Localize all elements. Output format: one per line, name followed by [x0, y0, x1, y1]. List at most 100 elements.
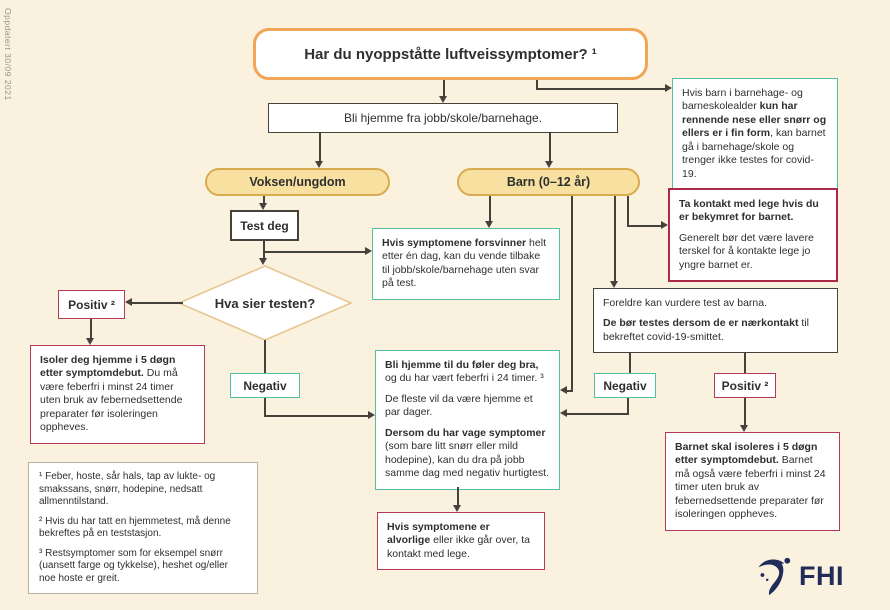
arrowhead-kindergarten — [665, 84, 672, 92]
isolate-adult-text: Isoler deg hjemme i 5 døgn etter symptom… — [40, 354, 195, 435]
connector-child-disappear — [489, 196, 491, 221]
connector-negright-stayhome-v — [627, 398, 629, 415]
positive-right-box: Positiv ² — [714, 373, 776, 398]
suw-p1-bold: Bli hjemme til du føler deg bra, — [385, 359, 539, 371]
connector-test-disappear — [263, 251, 365, 253]
connector-positive-isolate — [90, 319, 92, 338]
kindergarten-info-box: Hvis barn i barnehage- og barneskolealde… — [672, 78, 838, 191]
connector-negright-stayhome-h — [567, 413, 629, 415]
arrowhead-contact — [661, 221, 668, 229]
isolate-child-bold: Barnet skal isoleres i 5 døgn etter symp… — [675, 441, 818, 467]
contact-doctor-box: Ta kontakt med lege hvis du er bekymret … — [668, 188, 838, 283]
parents-bold: De bør testes dersom de er nærkontakt — [603, 317, 799, 330]
connector-negative-stayhome-v — [264, 398, 266, 417]
connector-stayhome-severe — [457, 487, 459, 505]
connector-child-stayhome-h — [567, 390, 573, 392]
decision-diamond-label: Hva sier testen? — [177, 265, 353, 341]
parents-line2: De bør testes dersom de er nærkontakt ti… — [603, 317, 828, 344]
fhi-logo-text: FHI — [799, 560, 844, 591]
footnote-3: ³ Restsymptomer som for eksempel snørr (… — [39, 547, 228, 584]
arrowhead-stayhome-right2 — [560, 409, 567, 417]
suw-p3-bold: Dersom du har vage symptomer — [385, 426, 546, 439]
negative-left-box: Negativ — [230, 373, 300, 398]
positive-left-box: Positiv ² — [58, 290, 125, 319]
arrowhead-isolate-child — [740, 425, 748, 432]
symptoms-disappear-text: Hvis symptomene forsvinner helt etter én… — [382, 237, 550, 291]
branch-child-label: Barn (0–12 år) — [506, 175, 591, 189]
isolate-child-text: Barnet skal isoleres i 5 døgn etter symp… — [675, 441, 830, 522]
suw-p2: De fleste vil da være hjemme et par dage… — [385, 392, 533, 419]
fhi-logo: FHI — [750, 554, 844, 598]
updated-date-label: Oppdatert 30/09 2021 — [3, 8, 13, 101]
arrowhead-decision — [259, 258, 267, 265]
title-box: Har du nyoppståtte luftveissymptomer? ¹ — [253, 28, 648, 80]
isolate-child-box: Barnet skal isoleres i 5 døgn etter symp… — [665, 432, 840, 531]
suw-p3: Dersom du har vage symptomer (som bare l… — [385, 427, 550, 481]
negative-right-label: Negativ — [603, 378, 647, 393]
connector-child-contact-h — [627, 225, 661, 227]
test-yourself-label: Test deg — [240, 218, 289, 233]
connector-decision-negative — [264, 340, 266, 373]
parents-rest: til bekreftet covid-19-smittet. — [603, 317, 809, 343]
connector-stayhome-adult — [319, 133, 321, 161]
arrowhead-title-stayhome — [439, 96, 447, 103]
arrowhead-severe — [453, 505, 461, 512]
connector-child-stayhome-v — [571, 196, 573, 392]
isolate-adult-box: Isoler deg hjemme i 5 døgn etter symptom… — [30, 345, 205, 444]
negative-left-label: Negativ — [243, 378, 287, 393]
arrowhead-adult — [315, 161, 323, 168]
connector-adult-test — [263, 196, 265, 203]
arrowhead-parents — [610, 281, 618, 288]
severe-bold: Hvis symptomene er alvorlige — [387, 521, 490, 547]
arrowhead-disappear-left — [365, 247, 372, 255]
symptoms-disappear-box: Hvis symptomene forsvinner helt etter én… — [372, 228, 560, 300]
severe-symptoms-text: Hvis symptomene er alvorlige eller ikke … — [387, 521, 535, 561]
connector-stayhome-child — [549, 133, 551, 161]
arrowhead-test — [259, 203, 267, 210]
branch-adult-pill: Voksen/ungdom — [205, 168, 390, 196]
isolate-child-rest: Barnet må også være feberfri i minst 24 … — [675, 454, 826, 521]
connector-test-decision — [263, 241, 265, 258]
parents-line1: Foreldre kan vurdere test av barna. — [603, 297, 768, 309]
connector-title-kindergarten-h — [536, 88, 665, 90]
connector-child-parents — [614, 196, 616, 281]
stay-home-box: Bli hjemme fra jobb/skole/barnehage. — [268, 103, 618, 133]
arrowhead-positive-left — [125, 298, 132, 306]
suw-p1: Bli hjemme til du føler deg bra, og du h… — [385, 359, 550, 386]
branch-child-pill: Barn (0–12 år) — [457, 168, 640, 196]
connector-title-kindergarten-v — [536, 80, 538, 90]
suw-p1-rest: og du har vært feberfri i 24 timer. ³ — [385, 372, 544, 385]
arrowhead-stayhome-left — [368, 411, 375, 419]
symptoms-disappear-bold: Hvis symptomene forsvinner — [382, 237, 527, 249]
connector-title-stayhome — [443, 80, 445, 96]
connector-decision-positive — [132, 302, 183, 304]
isolate-adult-rest: Du må være feberfri i minst 24 timer ute… — [40, 367, 183, 434]
stay-home-text: Bli hjemme fra jobb/skole/barnehage. — [343, 111, 543, 125]
suw-p3-rest: (som bare litt snørr eller mild hodepine… — [385, 440, 550, 480]
connector-parents-negative — [629, 352, 631, 373]
test-yourself-box: Test deg — [230, 210, 299, 241]
kindergarten-post: , kan barnet gå i barnehage/skole og tre… — [682, 127, 826, 180]
severe-symptoms-box: Hvis symptomene er alvorlige eller ikke … — [377, 512, 545, 571]
kindergarten-bold: kun har rennende nese eller snørr og ell… — [682, 100, 827, 140]
footnotes-box: ¹ Feber, hoste, sår hals, tap av lukte- … — [28, 462, 258, 594]
symptoms-disappear-rest: helt etter én dag, kan du vende tilbake … — [382, 237, 546, 290]
title-text: Har du nyoppståtte luftveissymptomer? ¹ — [304, 45, 597, 63]
decision-text: Hva sier testen? — [214, 295, 316, 311]
connector-child-contact-v — [627, 196, 629, 227]
fhi-logo-icon — [758, 557, 791, 596]
footnote-1: ¹ Feber, hoste, sår hals, tap av lukte- … — [39, 471, 216, 507]
stay-home-until-well-box: Bli hjemme til du føler deg bra, og du h… — [375, 350, 560, 490]
arrowhead-isolate-adult — [86, 338, 94, 345]
severe-rest: eller ikke går over, ta kontakt med lege… — [387, 534, 530, 560]
arrowhead-stayhome-right1 — [560, 386, 567, 394]
contact-doctor-bold: Ta kontakt med lege hvis du er bekymret … — [679, 198, 827, 225]
connector-negative-stayhome-h — [264, 415, 368, 417]
kindergarten-text: Hvis barn i barnehage- og barneskolealde… — [682, 87, 828, 181]
arrowhead-disappear-top — [485, 221, 493, 228]
positive-left-label: Positiv ² — [68, 297, 115, 312]
connector-parents-positive — [744, 352, 746, 373]
parents-test-box: Foreldre kan vurdere test av barna. De b… — [593, 288, 838, 354]
arrowhead-child — [545, 161, 553, 168]
